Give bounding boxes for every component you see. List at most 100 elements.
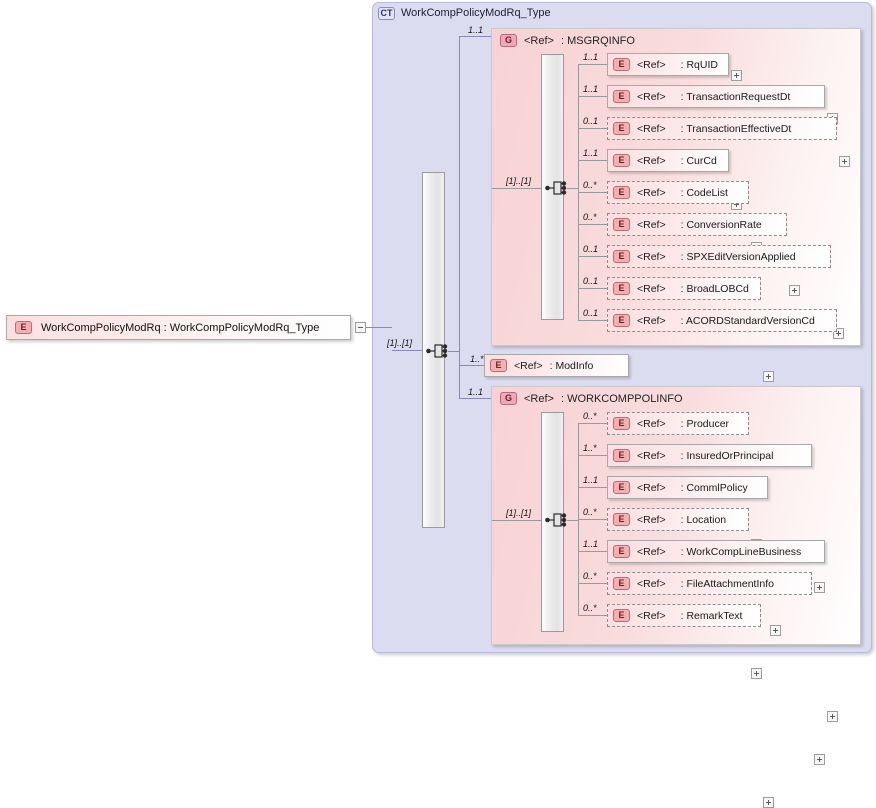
complextype-badge: CT — [378, 6, 395, 20]
connector-to-modinfo — [459, 365, 484, 366]
element-badge: E — [613, 250, 630, 263]
connector-line — [578, 519, 607, 520]
expand-icon[interactable] — [763, 797, 774, 808]
node-name-label: : FileAttachmentInfo — [680, 577, 774, 590]
complextype-header: CT WorkCompPolicyModRq_Type — [378, 5, 551, 21]
node-name-label: : RqUID — [680, 58, 718, 71]
item-occurrence: 1..1 — [583, 52, 599, 62]
node-name-label: : SPXEditVersionApplied — [680, 250, 796, 263]
node-name-label: : CodeList — [680, 186, 728, 199]
item-occurrence: 1..1 — [583, 539, 599, 549]
root-collapse-icon[interactable] — [355, 322, 366, 333]
group-msgrqinfo-header: G <Ref> : MSGRQINFO — [500, 34, 635, 47]
node-name-label: : TransactionEffectiveDt — [680, 122, 792, 135]
item-occurrence: 0..* — [583, 212, 597, 222]
item-occurrence: 0..* — [583, 180, 597, 190]
node-ref-label: <Ref> — [637, 122, 666, 135]
element-badge: E — [613, 513, 630, 526]
node-codelist[interactable]: E <Ref> : CodeList — [607, 181, 749, 204]
expand-icon[interactable] — [833, 328, 844, 339]
connector-line — [578, 64, 607, 65]
node-rquid[interactable]: E<Ref>: RqUID — [607, 53, 729, 76]
connector-line — [578, 256, 607, 257]
element-badge: E — [613, 58, 630, 71]
connector-line — [578, 160, 607, 161]
sequence-icon-main — [426, 341, 448, 361]
connector-line — [578, 583, 607, 584]
expand-icon[interactable] — [770, 625, 781, 636]
node-fileattachmentinfo[interactable]: E<Ref>: FileAttachmentInfo — [607, 572, 812, 595]
connector-line — [578, 128, 607, 129]
node-modinfo[interactable]: E <Ref> : ModInfo — [484, 354, 629, 377]
node-producer[interactable]: E<Ref>: Producer — [607, 412, 749, 435]
node-ref-label: <Ref> — [637, 513, 666, 526]
expand-icon[interactable] — [763, 371, 774, 382]
node-name-label: : CommlPolicy — [680, 481, 748, 494]
item-occurrence: 0..1 — [583, 276, 599, 286]
expand-icon[interactable] — [751, 668, 762, 679]
group-badge: G — [500, 34, 517, 47]
connector-root-to-container — [366, 327, 392, 328]
node-commlpolicy[interactable]: E <Ref> : CommlPolicy — [607, 476, 768, 499]
node-remarktext[interactable]: E<Ref>: RemarkText — [607, 604, 761, 627]
root-element-node[interactable]: E WorkCompPolicyModRq : WorkCompPolicyMo… — [6, 315, 351, 340]
expand-icon[interactable] — [814, 582, 825, 593]
node-name-label: : WorkCompLineBusiness — [680, 545, 802, 558]
item-occurrence: 1..* — [583, 443, 597, 453]
node-name-label: : ConversionRate — [680, 218, 762, 231]
node-transactionrequestdt[interactable]: E<Ref>: TransactionRequestDt — [607, 85, 825, 108]
node-name-label: : Location — [680, 513, 727, 526]
node-transactioneffectivedt[interactable]: E <Ref> : TransactionEffectiveDt — [607, 117, 837, 140]
expand-icon[interactable] — [814, 754, 825, 765]
workcomppolinfo-items: 0..* E<Ref>: Producer 1..* E<Ref>: InsuredO… — [0, 121, 876, 808]
item-occurrence: 0..* — [583, 507, 597, 517]
node-ref-label: <Ref> — [637, 481, 666, 494]
connector-line — [578, 423, 607, 424]
complextype-title: WorkCompPolicyModRq_Type — [401, 7, 551, 19]
group-ref-label: <Ref> — [524, 392, 554, 405]
node-location[interactable]: E <Ref> : Location — [607, 508, 749, 531]
node-spxeditversionapplied[interactable]: E<Ref>: SPXEditVersionApplied — [607, 245, 831, 268]
node-ref-label: <Ref> — [637, 417, 666, 430]
node-acordstandardversioncd[interactable]: E<Ref>: ACORDStandardVersionCd — [607, 309, 837, 332]
node-name-label: : ACORDStandardVersionCd — [680, 314, 815, 327]
element-badge: E — [490, 359, 507, 372]
main-branch-spine — [459, 36, 460, 398]
expand-icon[interactable] — [731, 70, 742, 81]
node-ref-label: <Ref> — [637, 282, 666, 295]
connector-line — [578, 551, 607, 552]
node-name-label: : TransactionRequestDt — [680, 90, 791, 103]
msgrqinfo-sequence-occurrence: [1]..[1] — [506, 176, 532, 186]
node-name-label: : ModInfo — [549, 359, 594, 372]
expand-icon[interactable] — [839, 156, 850, 167]
element-badge: E — [613, 481, 630, 494]
node-name-label: : BroadLOBCd — [680, 282, 749, 295]
root-element-label: WorkCompPolicyModRq : WorkCompPolicyModR… — [41, 321, 320, 334]
group-workcomppolinfo-header: G <Ref> : WORKCOMPPOLINFO — [500, 392, 683, 405]
expand-icon[interactable] — [789, 285, 800, 296]
item-occurrence: 1..1 — [583, 148, 599, 158]
node-ref-label: <Ref> — [637, 186, 666, 199]
element-badge: E — [613, 154, 630, 167]
node-ref-label: <Ref> — [637, 577, 666, 590]
node-name-label: : RemarkText — [680, 609, 743, 622]
node-curcd[interactable]: E<Ref>: CurCd — [607, 149, 729, 172]
node-workcomplinebusiness[interactable]: E<Ref>: WorkCompLineBusiness — [607, 540, 825, 563]
node-ref-label: <Ref> — [514, 359, 543, 372]
element-badge: E — [613, 186, 630, 199]
node-ref-label: <Ref> — [637, 314, 666, 327]
connector-line — [578, 192, 607, 193]
node-insuredorprincipal[interactable]: E<Ref>: InsuredOrPrincipal — [607, 444, 812, 467]
sequence-icon-msgrqinfo — [545, 178, 567, 198]
expand-icon[interactable] — [827, 711, 838, 722]
element-badge: E — [613, 545, 630, 558]
element-badge: E — [613, 122, 630, 135]
connector-to-workcomppolinfo — [459, 398, 491, 399]
item-occurrence: 1..1 — [583, 84, 599, 94]
connector-line — [578, 288, 607, 289]
node-conversionrate[interactable]: E<Ref>: ConversionRate — [607, 213, 787, 236]
modinfo-occurrence: 1..* — [470, 354, 484, 364]
item-occurrence: 0..1 — [583, 244, 599, 254]
node-broadlobcd[interactable]: E<Ref>: BroadLOBCd — [607, 277, 761, 300]
